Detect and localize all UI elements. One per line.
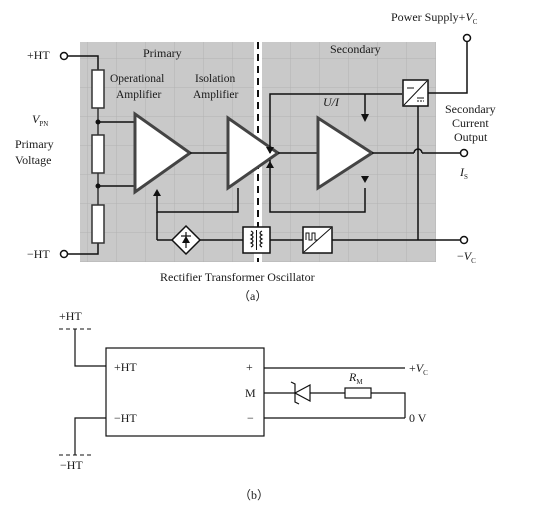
- power-supply-terminal: [462, 33, 472, 43]
- is-output-terminal: [459, 148, 469, 158]
- zener-diode: [293, 384, 311, 402]
- feedback-arrow-2: [361, 176, 369, 183]
- secondary-label: Secondary: [330, 42, 381, 56]
- minus-vc-terminal: [459, 235, 469, 245]
- zero-v-label: 0 V: [409, 411, 427, 425]
- power-supply-label: Power Supply+VC: [391, 10, 478, 26]
- resistor-mid: [91, 134, 105, 174]
- feedback-arrow-1: [153, 189, 161, 196]
- secondary-current-line2: Current: [452, 116, 489, 130]
- rm-resistor: [344, 387, 372, 399]
- rm-label: RM: [348, 370, 363, 386]
- secondary-current-line3: Output: [454, 130, 488, 144]
- minus-vc-label: −VC: [457, 249, 476, 265]
- out-vc-label: +VC: [409, 361, 428, 377]
- ui-label: U/I: [323, 95, 340, 109]
- primary-label: Primary: [143, 46, 182, 60]
- vpn-label: VPN: [32, 112, 48, 128]
- opamp-label-line1: Operational: [110, 73, 164, 85]
- transformer-block: [242, 226, 271, 254]
- pin-plus-label: +: [246, 360, 253, 374]
- feedback-arrow-3: [266, 161, 274, 168]
- isolation-amp-label-line1: Isolation: [195, 73, 235, 85]
- oscillator-block: [302, 226, 333, 254]
- box-plus-ht-label: +HT: [114, 360, 137, 374]
- primary-voltage-line2: Voltage: [15, 153, 51, 167]
- isolation-amplifier-triangle: [226, 115, 281, 191]
- rectifier-block: [170, 224, 202, 256]
- plus-ht-top-label: +HT: [59, 309, 82, 323]
- pin-minus-label: −: [247, 411, 254, 425]
- box-minus-ht-label: −HT: [114, 411, 137, 425]
- arrow-ui-top: [361, 114, 369, 122]
- caption-a: （a）: [238, 289, 267, 303]
- opamp-label-line2: Amplifier: [116, 89, 162, 101]
- minus-ht-bottom-label: −HT: [60, 458, 83, 472]
- ui-converter-triangle: [316, 115, 375, 191]
- resistor-bottom: [91, 204, 105, 244]
- resistor-top: [91, 69, 105, 109]
- minus-ht-terminal: [59, 249, 69, 259]
- plus-ht-label: +HT: [27, 48, 50, 62]
- is-label: IS: [459, 165, 468, 181]
- pin-m-label: M: [245, 386, 256, 400]
- module-box: [105, 347, 265, 437]
- operational-amplifier-triangle: [133, 111, 193, 195]
- resistor-divider: [91, 69, 105, 244]
- primary-voltage-line1: Primary: [15, 137, 54, 151]
- arrow-into-ui: [266, 147, 274, 154]
- caption-b: （b）: [239, 488, 269, 502]
- isolation-amp-label-line2: Amplifier: [193, 89, 239, 101]
- diagram-a: Primary Secondary Power Supply+VC +HT −H…: [15, 10, 496, 303]
- plus-ht-terminal: [59, 51, 69, 61]
- minus-ht-label: −HT: [27, 247, 50, 261]
- diagram-b: +HT −HT +HT −HT + M − +VC RM 0 V （b）: [59, 309, 428, 502]
- bottom-label: Rectifier Transformer Oscillator: [160, 270, 315, 284]
- secondary-current-line1: Secondary: [445, 102, 496, 116]
